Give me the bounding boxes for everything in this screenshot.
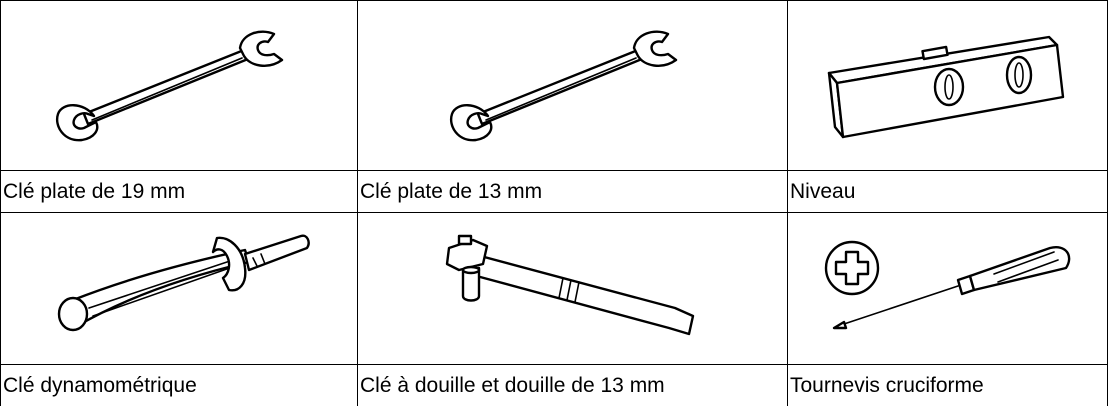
column-divider-1 — [357, 0, 358, 406]
tool-label: Clé plate de 13 mm — [360, 180, 543, 203]
tool-label: Clé dynamométrique — [3, 374, 197, 397]
phillips-screwdriver-icon — [824, 240, 1070, 329]
tool-label: Niveau — [790, 180, 856, 203]
tool-image-cell — [358, 213, 787, 364]
table-border-right — [1107, 0, 1108, 406]
row-divider-1 — [0, 170, 1108, 171]
torque-wrench-icon — [57, 234, 310, 331]
row-divider-2 — [0, 212, 1108, 213]
tool-label: Clé à douille et douille de 13 mm — [360, 374, 665, 397]
ratchet-socket-wrench-icon — [445, 234, 694, 335]
tool-label: Tournevis cruciforme — [790, 374, 984, 397]
open-end-wrench-icon — [55, 29, 284, 141]
tool-image-cell — [1, 213, 357, 364]
spirit-level-icon — [827, 35, 1064, 138]
row-divider-3 — [0, 364, 1108, 365]
tool-label: Clé plate de 19 mm — [3, 180, 186, 203]
open-end-wrench-icon — [449, 29, 677, 141]
column-divider-2 — [787, 0, 788, 406]
table-border-top — [0, 0, 1108, 1]
tool-image-cell — [358, 1, 787, 170]
tool-image-cell — [788, 1, 1107, 170]
tool-image-cell — [788, 213, 1107, 364]
table-border-left — [0, 0, 1, 406]
tool-image-cell — [1, 1, 357, 170]
